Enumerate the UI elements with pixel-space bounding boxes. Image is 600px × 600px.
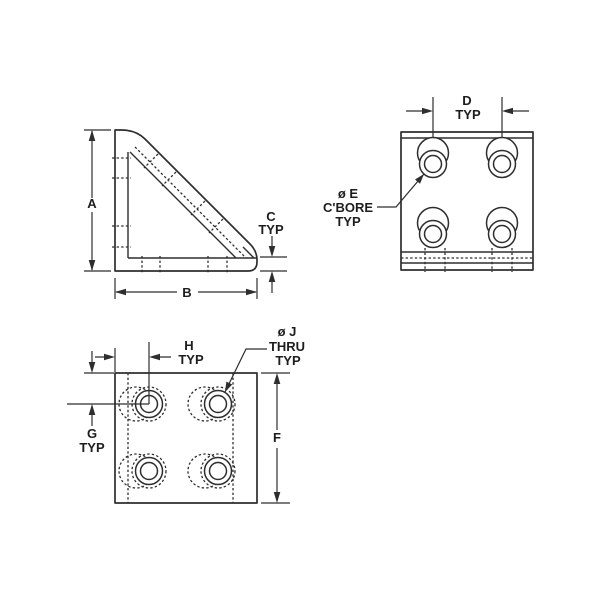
cbore-hole-top-right [485, 136, 519, 179]
dim-d-arrow-right [422, 107, 433, 115]
thru-hole-circle [423, 154, 443, 174]
dim-f-arrow-down [273, 492, 281, 503]
thru-hole-ring [203, 389, 233, 419]
dim-a-label: A [87, 196, 97, 211]
dimension-d: D TYP [406, 93, 529, 137]
dim-g-typ-label: TYP [79, 440, 105, 455]
dim-d-typ-label: TYP [455, 107, 481, 122]
thru-hole-top-right [187, 386, 236, 422]
dimension-h: H TYP [95, 338, 204, 404]
thru-hole-circle [208, 461, 228, 481]
top-view-hidden-lines [401, 248, 533, 272]
thru-hole-ring [203, 456, 233, 486]
cbore-circle [487, 149, 517, 179]
cbore-circle [418, 219, 448, 249]
dim-g-extension-lines [67, 372, 149, 405]
thru-hole-bottom-left [118, 453, 167, 489]
thru-typ-label: TYP [275, 353, 301, 368]
dim-g-arrow-up [88, 404, 96, 415]
dim-d-arrow-left [502, 107, 513, 115]
thru-leader-arrow [225, 381, 233, 392]
callout-cbore: ø E C'BORE TYP [323, 173, 425, 229]
dim-d-extension-lines [432, 97, 503, 137]
dim-b-label: B [182, 285, 191, 300]
dim-f-label: F [273, 430, 281, 445]
cbore-hole-bottom-left [416, 206, 450, 249]
dim-a-arrow-up [88, 130, 96, 141]
hidden-cbore-circle [131, 453, 167, 489]
cbore-dia-label: ø E [338, 186, 359, 201]
dim-h-label: H [184, 338, 193, 353]
cbore-circle [487, 219, 517, 249]
cbore-hole-bottom-right [485, 206, 519, 249]
thru-hole-circle [208, 394, 228, 414]
thru-hole-circle [492, 224, 512, 244]
side-view-inner-edges [127, 151, 256, 259]
dimension-c: C TYP [258, 209, 287, 293]
dim-h-extension-lines [114, 342, 150, 404]
dim-f-extension-lines [261, 372, 290, 504]
thru-hole-circle [423, 224, 443, 244]
thru-hole-bottom-right [187, 453, 236, 489]
dim-c-typ-label: TYP [258, 222, 284, 237]
cbore-hole-top-left [416, 136, 450, 179]
dim-b-arrow-right [246, 288, 257, 296]
thru-hole-circle [492, 154, 512, 174]
dim-h-arrow-right [104, 353, 115, 361]
dim-g-arrow-down [88, 362, 96, 373]
dim-h-arrow-left [149, 353, 160, 361]
dim-b-arrow-left [115, 288, 126, 296]
thru-leader-line [224, 348, 267, 393]
cbore-leader-line [377, 173, 425, 208]
side-view-outline [114, 129, 258, 272]
dim-a-arrow-down [88, 260, 96, 271]
side-view-hidden-hole-lines [112, 146, 247, 274]
dim-c-extension-lines [260, 256, 287, 272]
cbore-leader-arrow [415, 174, 424, 184]
dimension-g: G TYP [67, 351, 149, 455]
top-view-inner-edges [401, 137, 533, 264]
callout-thru: ø J THRU TYP [224, 324, 305, 393]
bottom-view: H TYP G TYP F ø J THRU TYP [67, 324, 305, 504]
dim-h-typ-label: TYP [178, 352, 204, 367]
dim-c-arrow-up [268, 271, 276, 282]
cbore-circle [418, 149, 448, 179]
dim-d-label: D [462, 93, 471, 108]
thru-hole-ring [134, 456, 164, 486]
dim-c-arrow-down [268, 246, 276, 257]
cbore-typ-label: TYP [335, 214, 361, 229]
top-view: D TYP ø E C'BORE TYP [323, 93, 534, 272]
thru-hole-circle [139, 461, 159, 481]
side-view: A B C TYP [84, 129, 287, 300]
bottom-view-hidden-edges [127, 373, 234, 503]
cbore-label: C'BORE [323, 200, 373, 215]
dim-f-arrow-up [273, 373, 281, 384]
thru-label: THRU [269, 339, 305, 354]
dim-g-label: G [87, 426, 97, 441]
dimension-a: A [84, 129, 111, 272]
dim-b-extension-lines [114, 278, 258, 299]
dim-c-label: C [266, 209, 276, 224]
dim-a-extension-lines [84, 129, 111, 272]
dimension-b: B [114, 278, 258, 300]
thru-dia-label: ø J [278, 324, 297, 339]
dimension-f: F [261, 372, 290, 504]
hidden-cbore-circle [200, 453, 236, 489]
hidden-cbore-circle [200, 386, 236, 422]
